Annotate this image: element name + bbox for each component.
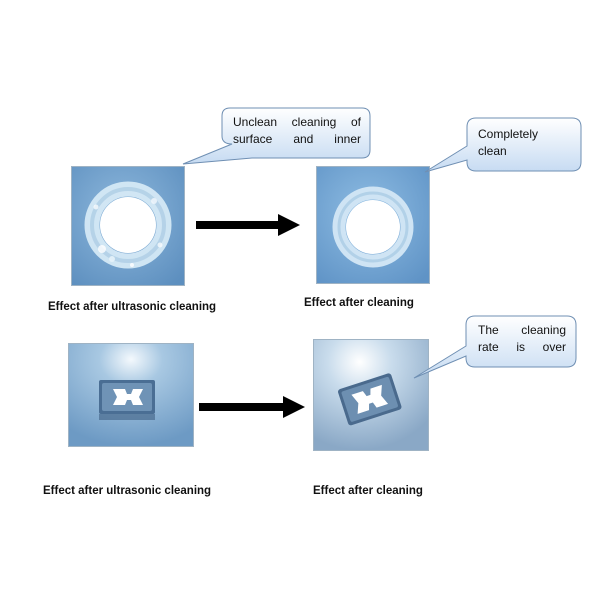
chip-before-image <box>69 344 193 446</box>
photo-chip-cleaned <box>313 339 429 451</box>
chip-after-image <box>314 340 428 450</box>
callout-text-rate: The cleaning rate is over <box>478 323 566 354</box>
ring-before-image <box>72 167 184 285</box>
ring-after-image <box>317 167 429 283</box>
photo-ring-ultrasonic <box>71 166 185 286</box>
right-arrow-icon <box>199 396 305 418</box>
caption-bottom-right: Effect after cleaning <box>313 485 423 497</box>
caption-top-left: Effect after ultrasonic cleaning <box>48 301 217 313</box>
callout-text-unclean: Unclean cleaning of surface and inner <box>233 115 361 146</box>
caption-bottom-left: Effect after ultrasonic cleaning <box>43 485 212 497</box>
callout-text-clean: Completely clean <box>478 127 539 158</box>
caption-top-right: Effect after cleaning <box>304 297 414 309</box>
right-arrow-icon <box>196 214 300 236</box>
photo-chip-ultrasonic <box>68 343 194 447</box>
photo-ring-cleaned <box>316 166 430 284</box>
